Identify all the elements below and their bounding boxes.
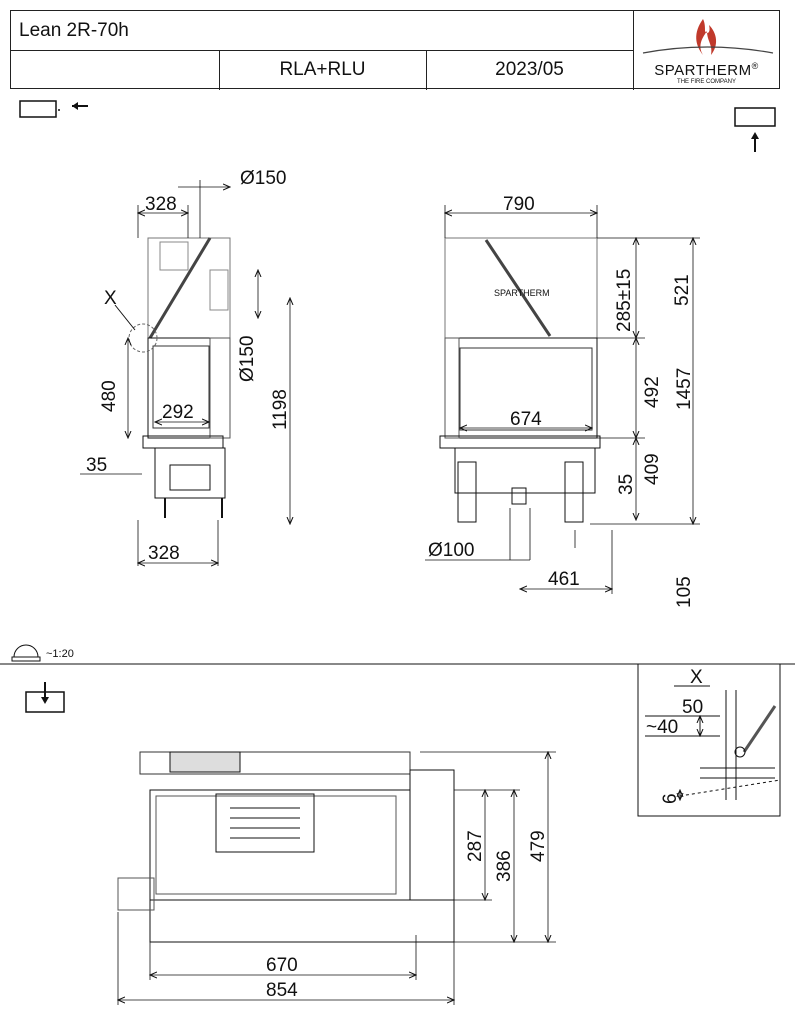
front-dim-top-part: 521 [672,274,693,306]
brand-tagline: THE FIRE COMPANY [677,79,736,85]
plan-dim-depth-inner: 287 [465,830,486,862]
variant-cell: RLA+RLU [279,59,366,80]
detail-x-title: X [690,667,703,688]
view-left-icon [19,100,88,118]
plan-dim-depth-mid: 386 [494,850,515,882]
brand-logo: SPARTHERM® THE FIRE COMPANY [633,11,780,90]
detail-x-dim-a: 50 [682,697,703,718]
flame-icon [642,19,774,55]
brand-name: SPARTHERM [654,62,752,79]
side-detail-marker: X [104,288,117,309]
front-dim-glass-height: 492 [642,376,663,408]
side-dim-flue-vertical: Ø150 [237,336,258,382]
front-logo-text: SPARTHERM [494,288,550,298]
scale-icon [11,644,41,662]
front-view [439,237,601,523]
side-dim-flue-top: Ø150 [240,168,286,189]
title-block: Lean 2R-70h RLA+RLU 2023/05 SPARTHERM® T… [10,10,780,90]
front-dim-bottom: 409 [642,453,663,485]
side-dim-glass-depth: 292 [162,402,194,423]
side-dim-top-width: 328 [145,194,177,215]
view-front-icon [734,107,776,152]
front-dim-floor: 105 [674,576,695,608]
detail-x-dim-c: 6 [660,793,681,804]
detail-x-box [637,663,781,817]
side-dim-bottom-width: 328 [148,543,180,564]
front-dim-width: 790 [503,194,535,215]
plan-dim-depth-total: 479 [528,830,549,862]
front-dim-total-height: 1457 [674,368,695,410]
model-name: Lean 2R-70h [19,20,129,41]
side-view [114,237,231,518]
plan-view [117,751,455,943]
side-dim-glass-height: 480 [99,380,120,412]
plan-dim-total-width: 854 [266,980,298,1001]
front-dim-flue-hint: 285±15 [614,269,635,332]
front-dim-air-inlet: Ø100 [428,540,474,561]
side-dim-foot: 35 [86,455,107,476]
view-top-icon [25,682,65,713]
brand-reg: ® [751,61,759,71]
scale-label: ~1:20 [46,648,74,660]
front-dim-foot: 35 [616,474,637,495]
side-dim-total-height: 1198 [270,389,291,430]
front-dim-inlet-offset: 461 [548,569,580,590]
detail-x-dim-b: ~40 [646,717,678,738]
plan-dim-inner-width: 670 [266,955,298,976]
front-dim-glass-width: 674 [510,409,542,430]
date-cell: 2023/05 [495,59,564,80]
